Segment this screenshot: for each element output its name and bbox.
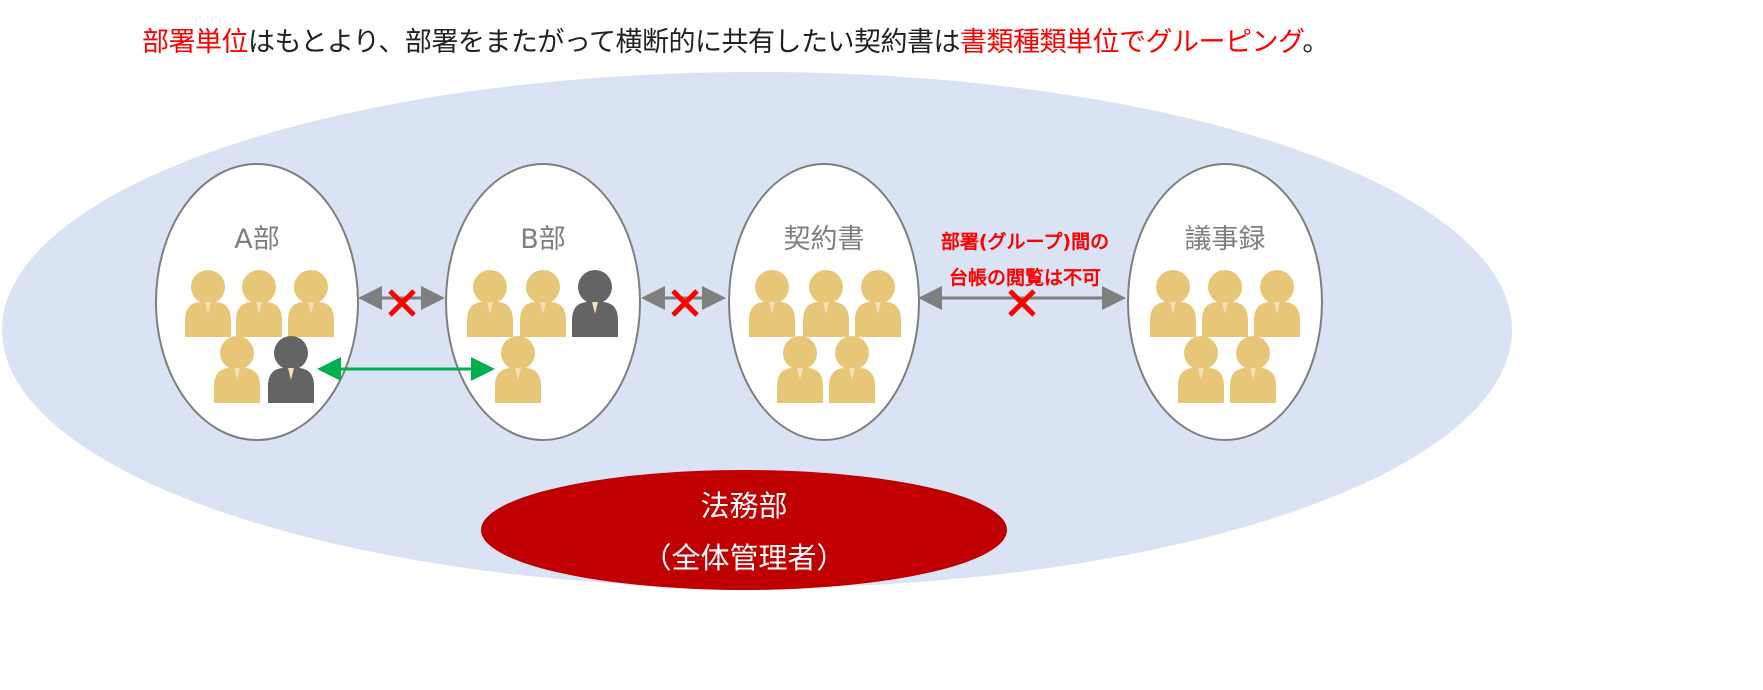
person-icon <box>1202 270 1248 337</box>
person-icon <box>495 336 541 403</box>
person-icon <box>855 270 901 337</box>
title-segment: 書類種類単位でグルーピング <box>960 27 1303 58</box>
admin-name: 法務部 <box>700 489 787 523</box>
person-icon <box>288 270 334 337</box>
cross-icon <box>671 289 699 317</box>
person-icon <box>1230 336 1276 403</box>
group-label: 議事録 <box>1185 224 1266 255</box>
admin-role: （全体管理者） <box>642 541 845 575</box>
person-icon <box>214 336 260 403</box>
person-icon <box>777 336 823 403</box>
person-icon <box>1178 336 1224 403</box>
person-icon <box>236 270 282 337</box>
group-label: A部 <box>234 224 279 255</box>
cross-icon <box>388 289 416 317</box>
group-label: 契約書 <box>784 224 865 255</box>
note-line-1: 部署(グループ)間の <box>941 230 1109 253</box>
person-icon <box>1150 270 1196 337</box>
title-segment: 部署単位 <box>142 27 249 58</box>
person-icon <box>829 336 875 403</box>
group-1: A部 <box>155 163 359 441</box>
group-2: B部 <box>445 163 641 441</box>
person-icon <box>1254 270 1300 337</box>
group-4: 議事録 <box>1127 163 1323 441</box>
person-icon <box>467 270 513 337</box>
admin-ellipse <box>481 470 1007 590</box>
title-segment: 。 <box>1302 27 1329 58</box>
title-segment: はもとより、部署をまたがって横断的に共有したい契約書は <box>248 27 961 58</box>
person-icon <box>185 270 231 337</box>
cross-icon <box>1008 289 1036 317</box>
person-icon <box>572 270 618 337</box>
person-icon <box>749 270 795 337</box>
diagram-title: 部署単位はもとより、部署をまたがって横断的に共有したい契約書は書類種類単位でグル… <box>142 20 1329 59</box>
person-icon <box>268 336 314 403</box>
group-label: B部 <box>520 224 566 255</box>
person-icon <box>520 270 566 337</box>
note-line-2: 台帳の閲覧は不可 <box>949 266 1101 289</box>
group-3: 契約書 <box>728 163 920 441</box>
person-icon <box>803 270 849 337</box>
